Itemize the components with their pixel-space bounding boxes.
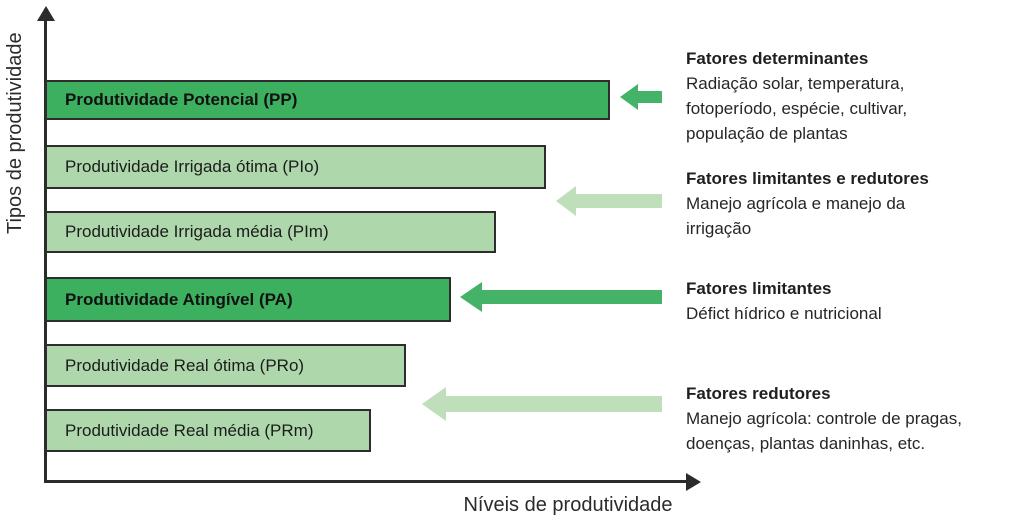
annotation-title: Fatores limitantes e redutores	[686, 169, 929, 188]
left-arrow-determinantes-icon	[620, 84, 662, 110]
bar-produtividade-irrigada-media: Produtividade Irrigada média (PIm)	[45, 211, 496, 253]
arrow-shaft	[576, 194, 662, 208]
bar-label: Produtividade Real ótima (PRo)	[65, 355, 305, 375]
annotation-title: Fatores redutores	[686, 384, 831, 403]
bar-produtividade-atingivel: Produtividade Atingível (PA)	[45, 277, 451, 322]
x-axis-arrowhead-icon	[686, 473, 701, 491]
arrow-head	[620, 84, 638, 110]
annotation-line: irrigação	[686, 219, 752, 238]
x-axis-line	[44, 480, 688, 483]
y-axis-arrowhead-icon	[37, 6, 55, 21]
annotation-fatores-determinantes: Fatores determinantes Radiação solar, te…	[686, 46, 1020, 146]
arrow-head	[422, 387, 446, 421]
annotation-title: Fatores limitantes	[686, 279, 832, 298]
y-axis-label: Tipos de produtividade	[4, 32, 26, 234]
bar-produtividade-potencial: Produtividade Potencial (PP)	[45, 80, 610, 120]
annotation-line: Manejo agrícola: controle de pragas,	[686, 409, 962, 428]
annotation-line: Manejo agrícola e manejo da	[686, 194, 906, 213]
bar-label: Produtividade Real média (PRm)	[65, 420, 314, 440]
annotation-title: Fatores determinantes	[686, 49, 869, 68]
arrow-head	[556, 186, 576, 216]
annotation-fatores-redutores: Fatores redutores Manejo agrícola: contr…	[686, 381, 1020, 456]
bar-label: Produtividade Irrigada ótima (PIo)	[65, 157, 320, 176]
bar-label: Produtividade Atingível (PA)	[65, 289, 293, 309]
annotation-fatores-limitantes: Fatores limitantes Défict hídrico e nutr…	[686, 276, 1020, 326]
annotation-line: Radiação solar, temperatura,	[686, 74, 905, 93]
left-arrow-redutores-icon	[422, 387, 662, 421]
bar-produtividade-irrigada-otima: Produtividade Irrigada ótima (PIo)	[45, 145, 546, 189]
annotation-line: doenças, plantas daninhas, etc.	[686, 434, 926, 453]
bar-produtividade-real-otima: Produtividade Real ótima (PRo)	[45, 344, 406, 387]
arrow-shaft	[638, 91, 662, 103]
left-arrow-limitantes-icon	[460, 282, 662, 312]
x-axis-label: Níveis de produtividade	[463, 494, 673, 516]
annotation-line: Défict hídrico e nutricional	[686, 304, 882, 323]
bar-produtividade-real-media: Produtividade Real média (PRm)	[45, 409, 371, 452]
bar-label: Produtividade Irrigada média (PIm)	[65, 222, 329, 241]
annotation-line: fotoperíodo, espécie, cultivar,	[686, 99, 908, 118]
arrow-shaft	[446, 396, 662, 412]
annotation-fatores-limitantes-redutores: Fatores limitantes e redutores Manejo ag…	[686, 166, 1020, 241]
arrow-shaft	[482, 290, 662, 304]
left-arrow-limitantes-redutores-icon	[556, 186, 662, 216]
arrow-head	[460, 282, 482, 312]
bar-label: Produtividade Potencial (PP)	[65, 90, 298, 109]
annotation-line: população de plantas	[686, 124, 848, 143]
